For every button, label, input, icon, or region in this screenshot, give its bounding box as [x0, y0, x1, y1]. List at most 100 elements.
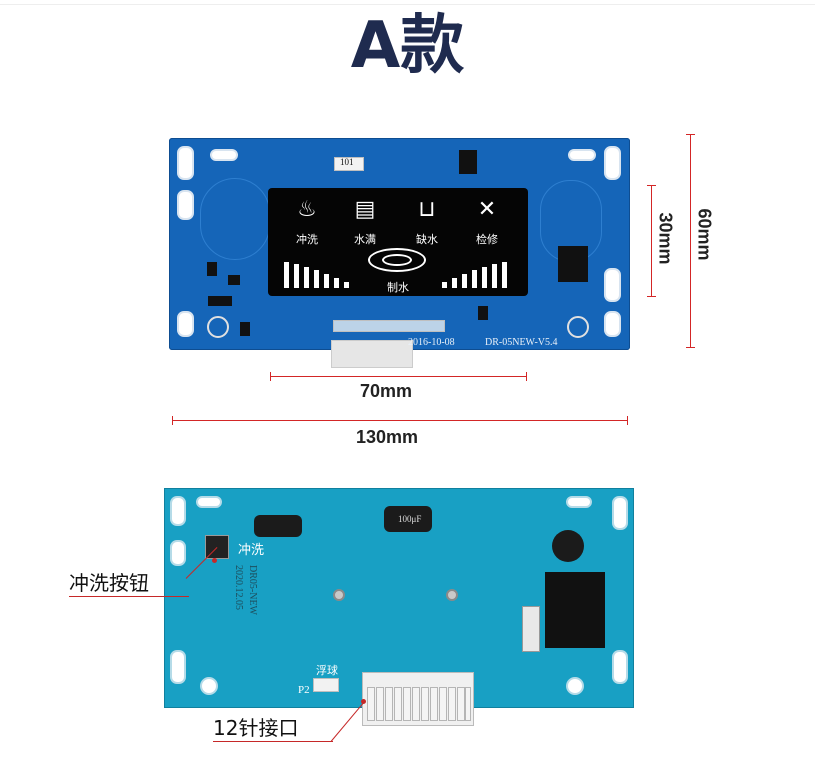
ribbon-connector — [331, 340, 413, 368]
pin — [394, 687, 402, 721]
level-bar — [472, 270, 477, 288]
dim-line-130 — [172, 420, 628, 421]
pcb-trace — [200, 178, 270, 260]
display-label-low: 缺水 — [416, 233, 438, 246]
repair-icon: ✕ — [477, 196, 497, 221]
display-label-flush: 冲洗 — [296, 233, 318, 246]
level-bar — [442, 282, 447, 288]
callout-flush-button: 冲洗按钮 — [69, 571, 149, 595]
mount-slot — [196, 496, 222, 508]
mount-slot — [604, 146, 621, 180]
water-full-icon: ▤ — [354, 196, 376, 221]
dim-tick — [172, 416, 173, 425]
level-bar — [304, 267, 309, 288]
mount-slot — [200, 677, 218, 695]
dim-tick — [526, 372, 527, 381]
mount-slot — [170, 650, 186, 684]
capacitor — [254, 515, 302, 537]
callout-dot — [361, 699, 366, 704]
capacitor-label: 100μF — [398, 514, 422, 524]
screw — [446, 589, 458, 601]
mount-slot — [177, 146, 194, 180]
screw — [333, 589, 345, 601]
pin — [412, 687, 420, 721]
mount-slot — [612, 496, 628, 530]
dim-label-30: 30mm — [655, 212, 676, 265]
mount-slot — [568, 149, 596, 161]
dim-line-60 — [690, 134, 691, 348]
header-pins-row — [333, 320, 445, 332]
capacitor-100uf — [384, 506, 432, 532]
mount-slot — [170, 496, 186, 526]
dim-line-70 — [270, 376, 527, 377]
dim-label-70: 70mm — [360, 381, 413, 401]
level-bars-left — [284, 262, 354, 288]
pin — [421, 687, 429, 721]
relay — [545, 572, 605, 648]
pin — [457, 687, 465, 721]
callout-line — [213, 741, 333, 742]
mount-slot — [177, 190, 194, 220]
pin — [367, 687, 375, 721]
level-bar — [334, 278, 339, 288]
water-low-icon: ⊔ — [418, 196, 436, 221]
pin — [376, 687, 384, 721]
level-bar — [314, 270, 319, 288]
display-label-center: 制水 — [387, 281, 409, 294]
callout-line — [69, 596, 189, 597]
level-bars-right — [442, 262, 512, 288]
resistor-value: 101 — [340, 157, 354, 167]
mount-slot — [566, 677, 584, 695]
top-divider — [0, 4, 815, 5]
mount-slot — [177, 311, 194, 337]
transistor — [459, 150, 477, 174]
dim-tick — [647, 296, 656, 297]
board-date: 2020.12.05 — [233, 565, 244, 610]
pcb-date: 2016-10-08 — [408, 337, 455, 348]
level-bar — [492, 264, 497, 288]
dim-label-130: 130mm — [356, 427, 419, 447]
mount-slot — [210, 149, 238, 161]
level-bar — [482, 267, 487, 288]
level-bar — [294, 264, 299, 288]
page-title: A款 — [350, 9, 465, 83]
level-bar — [284, 262, 289, 288]
mount-slot — [604, 268, 621, 302]
pcb-model: DR-05NEW-V5.4 — [485, 337, 558, 348]
flush-silk-label: 冲洗 — [238, 543, 265, 558]
float-silk-label: 浮球 — [316, 664, 338, 677]
callout-dot — [212, 558, 217, 563]
dim-tick — [686, 347, 695, 348]
level-bar — [344, 282, 349, 288]
screw-hole — [567, 316, 589, 338]
dim-tick — [270, 372, 271, 381]
screw-hole — [207, 316, 229, 338]
pin — [439, 687, 447, 721]
p2-silk-label: P2 — [298, 684, 310, 696]
ripple-icon — [368, 248, 426, 272]
buzzer — [552, 530, 584, 562]
12-pin-connector — [362, 672, 474, 726]
dim-label-60: 60mm — [694, 208, 715, 261]
pin — [430, 687, 438, 721]
pin — [385, 687, 393, 721]
level-bar — [502, 262, 507, 288]
resistor — [334, 157, 364, 171]
flush-icon: ♨ — [297, 196, 317, 221]
mount-slot — [170, 540, 186, 566]
display-label-full: 水满 — [354, 233, 376, 246]
level-bar — [462, 274, 467, 288]
level-bar — [324, 274, 329, 288]
float-connector — [313, 678, 339, 692]
fuse — [522, 606, 540, 652]
mount-slot — [612, 650, 628, 684]
smd-component — [478, 306, 488, 320]
dim-tick — [686, 134, 695, 135]
level-bar — [452, 278, 457, 288]
smd-component — [240, 322, 250, 336]
ic-chip — [558, 246, 588, 282]
smd-component — [228, 275, 240, 285]
dim-tick — [647, 185, 656, 186]
smd-component — [208, 296, 232, 306]
mount-slot — [566, 496, 592, 508]
